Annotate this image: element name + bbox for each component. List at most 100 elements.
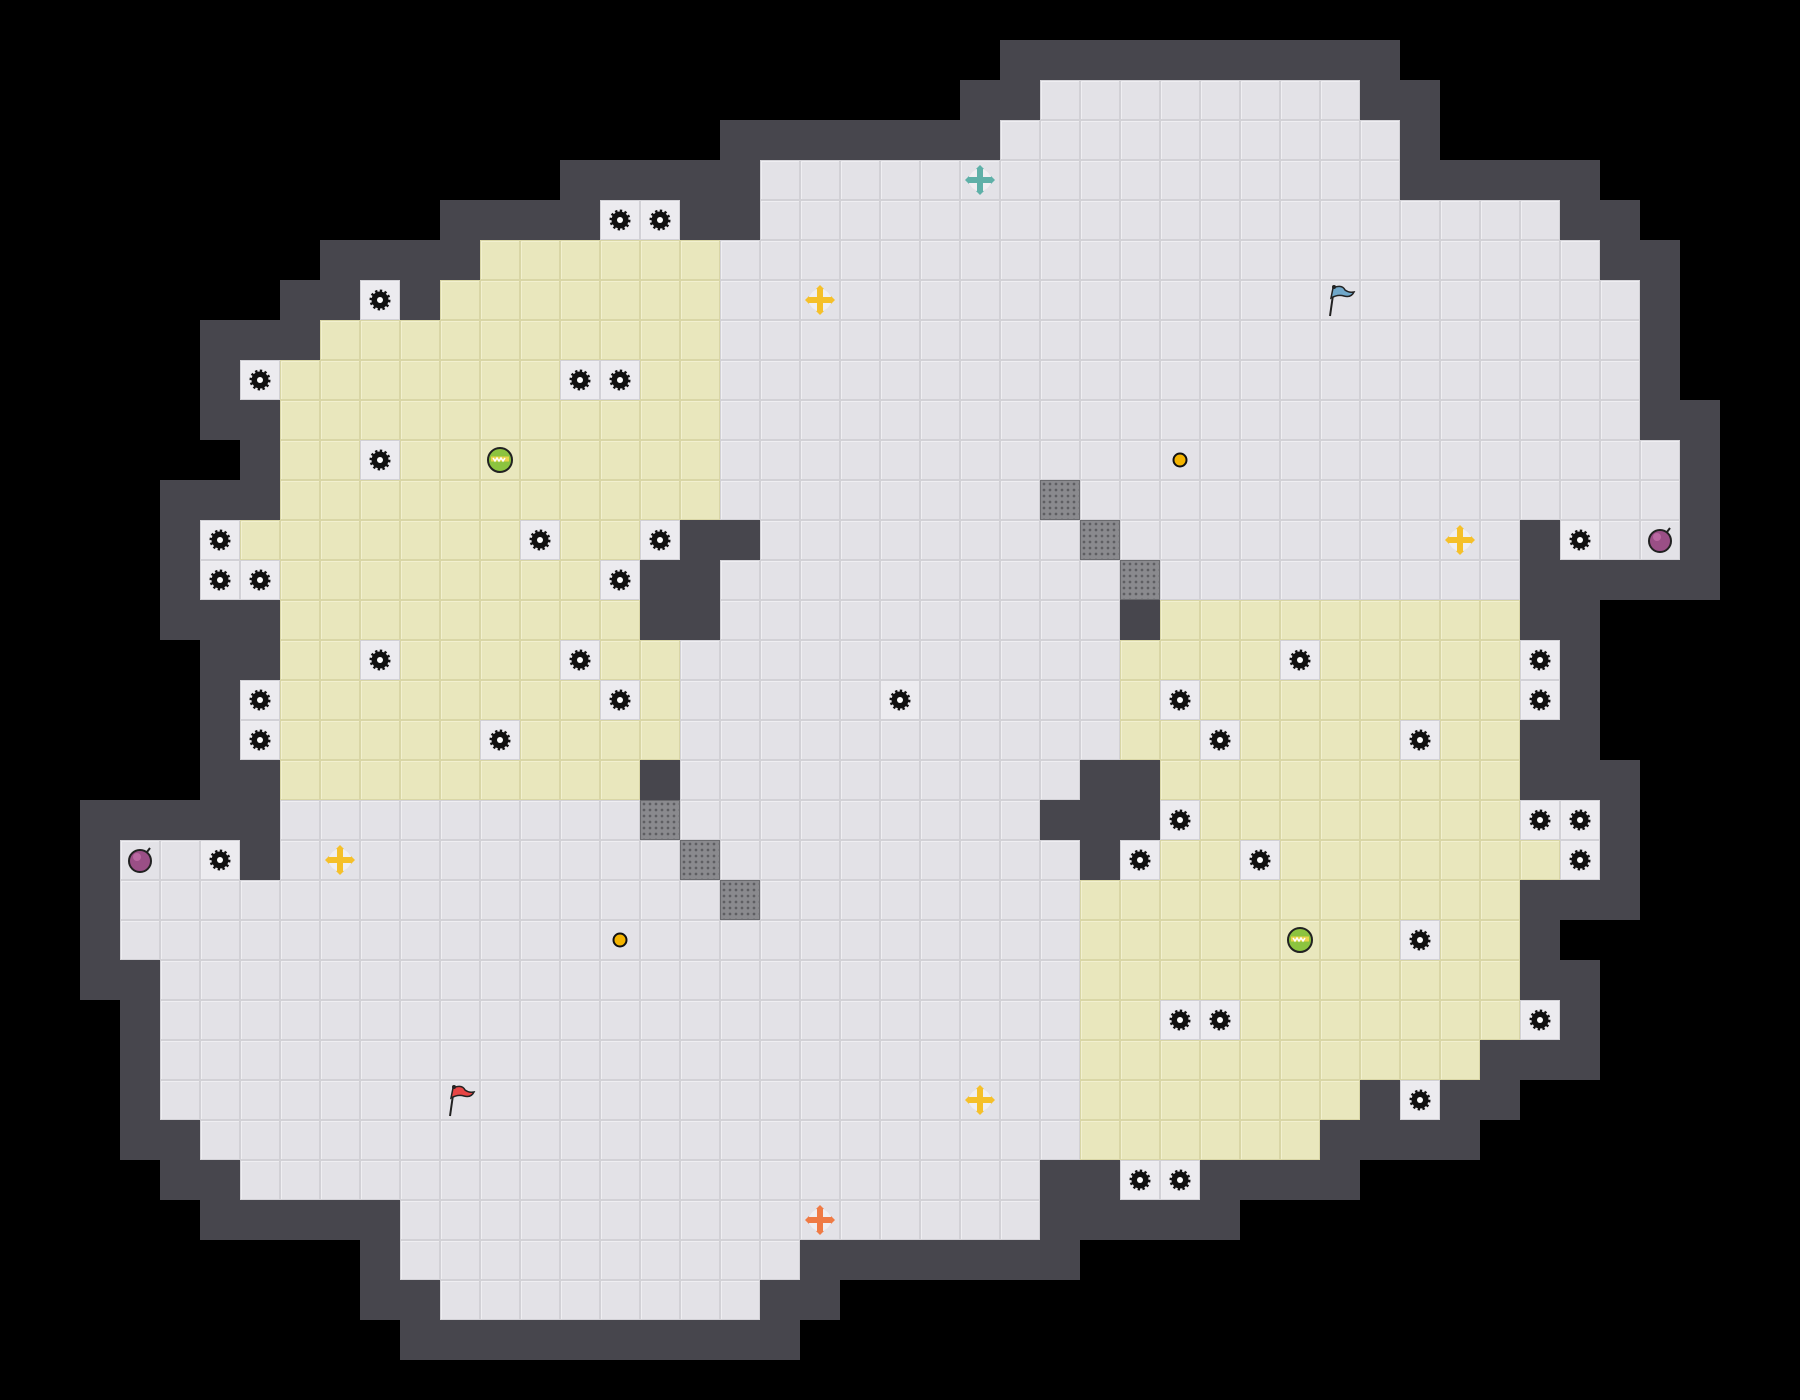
floor-tile <box>1400 360 1440 400</box>
floor-tile <box>1000 440 1040 480</box>
zone-tile <box>1200 920 1240 960</box>
gear-icon[interactable] <box>1520 640 1560 680</box>
floor-tile <box>1040 240 1080 280</box>
gear-icon[interactable] <box>600 680 640 720</box>
cross-icon[interactable] <box>800 280 840 320</box>
gear-icon[interactable] <box>1160 680 1200 720</box>
floor-tile <box>1440 440 1480 480</box>
gear-icon[interactable] <box>600 360 640 400</box>
zone-tile <box>680 360 720 400</box>
gear-icon[interactable] <box>640 200 680 240</box>
floor-tile <box>1440 560 1480 600</box>
bomb-icon[interactable] <box>1640 520 1680 560</box>
floor-tile <box>1080 160 1120 200</box>
floor-tile <box>640 1120 680 1160</box>
floor-tile <box>1200 280 1240 320</box>
gear-icon[interactable] <box>1560 840 1600 880</box>
floor-tile <box>1000 240 1040 280</box>
gear-icon[interactable] <box>1160 1000 1200 1040</box>
gear-icon[interactable] <box>240 720 280 760</box>
floor-tile <box>160 840 200 880</box>
floor-tile <box>1080 600 1120 640</box>
gear-icon[interactable] <box>200 560 240 600</box>
gear-icon[interactable] <box>600 200 640 240</box>
cross-icon[interactable] <box>800 1200 840 1240</box>
floor-tile <box>720 360 760 400</box>
floor-tile <box>400 1000 440 1040</box>
zone-tile <box>440 720 480 760</box>
cross-icon[interactable] <box>1440 520 1480 560</box>
floor-tile <box>1280 440 1320 480</box>
gear-icon[interactable] <box>1560 800 1600 840</box>
ball-icon[interactable] <box>480 440 520 480</box>
wall-tile <box>720 120 760 160</box>
flag-icon[interactable] <box>440 1080 480 1120</box>
floor-tile <box>760 320 800 360</box>
floor-tile <box>920 360 960 400</box>
gear-icon[interactable] <box>640 520 680 560</box>
gear-icon[interactable] <box>1200 720 1240 760</box>
floor-tile <box>320 1160 360 1200</box>
gear-icon[interactable] <box>360 440 400 480</box>
gear-icon[interactable] <box>1200 1000 1240 1040</box>
floor-tile <box>800 640 840 680</box>
floor-tile <box>440 1120 480 1160</box>
gear-icon[interactable] <box>600 560 640 600</box>
gear-icon[interactable] <box>1400 720 1440 760</box>
gear-icon[interactable] <box>1160 800 1200 840</box>
gear-icon[interactable] <box>240 680 280 720</box>
ball-icon[interactable] <box>1280 920 1320 960</box>
zone-tile <box>1320 920 1360 960</box>
zone-tile <box>1440 920 1480 960</box>
floor-tile <box>280 800 320 840</box>
gear-icon[interactable] <box>1520 800 1560 840</box>
gear-icon[interactable] <box>200 520 240 560</box>
gear-icon[interactable] <box>560 640 600 680</box>
gear-icon[interactable] <box>1520 680 1560 720</box>
gear-icon[interactable] <box>360 640 400 680</box>
wall-tile <box>1560 600 1600 640</box>
gear-icon[interactable] <box>1400 1080 1440 1120</box>
flag-icon[interactable] <box>1320 280 1360 320</box>
gear-icon[interactable] <box>880 680 920 720</box>
zone-tile <box>1480 600 1520 640</box>
cross-icon[interactable] <box>960 1080 1000 1120</box>
zone-tile <box>1400 840 1440 880</box>
gear-icon[interactable] <box>1400 920 1440 960</box>
bomb-icon[interactable] <box>120 840 160 880</box>
floor-tile <box>760 1080 800 1120</box>
zone-tile <box>1080 1080 1120 1120</box>
gear-icon[interactable] <box>240 360 280 400</box>
gear-icon[interactable] <box>1240 840 1280 880</box>
zone-tile <box>1440 960 1480 1000</box>
floor-tile <box>1360 280 1400 320</box>
gear-icon[interactable] <box>1560 520 1600 560</box>
gear-icon[interactable] <box>240 560 280 600</box>
floor-tile <box>320 1120 360 1160</box>
cross-icon[interactable] <box>960 160 1000 200</box>
zone-tile <box>1360 640 1400 680</box>
gear-icon[interactable] <box>480 720 520 760</box>
zone-tile <box>560 680 600 720</box>
gear-icon[interactable] <box>520 520 560 560</box>
gear-icon[interactable] <box>1520 1000 1560 1040</box>
floor-tile <box>920 720 960 760</box>
zone-tile <box>1160 960 1200 1000</box>
wall-tile <box>440 240 480 280</box>
floor-tile <box>560 960 600 1000</box>
gear-icon[interactable] <box>1160 1160 1200 1200</box>
gear-icon[interactable] <box>1120 1160 1160 1200</box>
coin-icon[interactable] <box>600 920 640 960</box>
floor-tile <box>600 1240 640 1280</box>
gear-icon[interactable] <box>1280 640 1320 680</box>
gear-icon[interactable] <box>560 360 600 400</box>
coin-icon[interactable] <box>1160 440 1200 480</box>
wall-tile <box>200 320 240 360</box>
wall-tile <box>360 1280 400 1320</box>
cross-icon[interactable] <box>320 840 360 880</box>
floor-tile <box>1080 560 1120 600</box>
gear-icon[interactable] <box>1120 840 1160 880</box>
floor-tile <box>920 200 960 240</box>
gear-icon[interactable] <box>200 840 240 880</box>
gear-icon[interactable] <box>360 280 400 320</box>
